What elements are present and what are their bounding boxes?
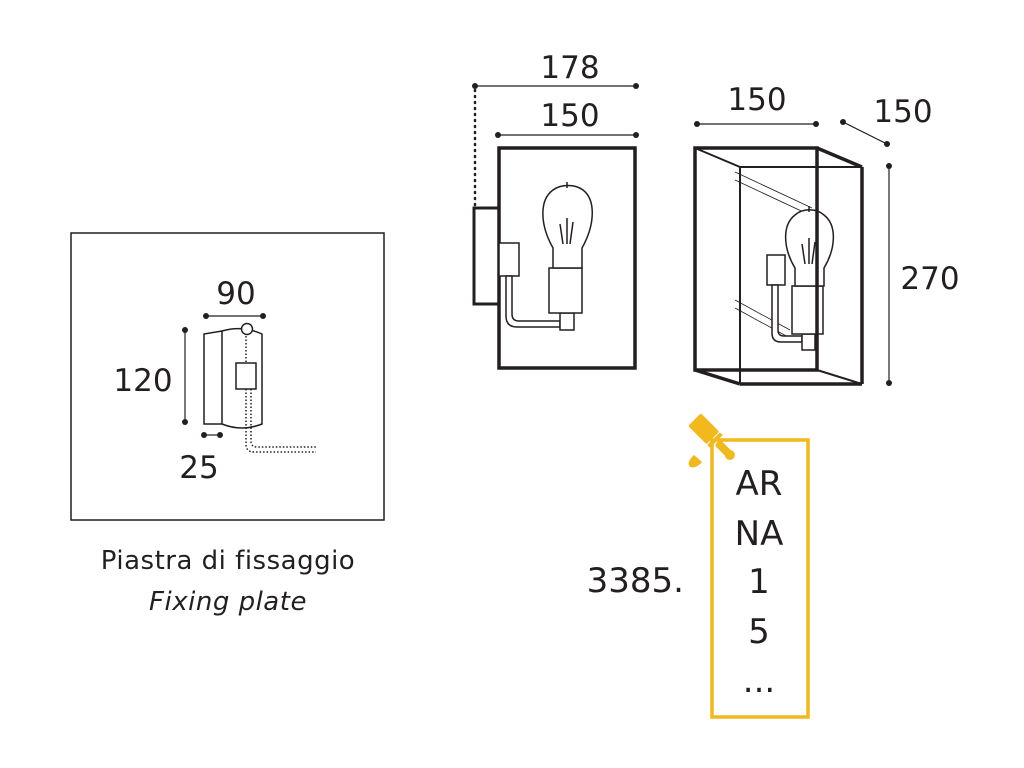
side-bracket xyxy=(498,242,583,331)
side-bulb xyxy=(542,182,593,269)
paint-brush-icon xyxy=(688,414,735,468)
height-dimension: 270 xyxy=(886,163,960,386)
front-width-label: 150 xyxy=(727,82,786,118)
side-view: 178 150 xyxy=(472,50,639,370)
fixing-plate-caption-it: Piastra di fissaggio xyxy=(101,546,355,576)
product-code-prefix: 3385. xyxy=(587,561,684,601)
front-width-dimension: 150 xyxy=(694,82,819,127)
perspective-box-frame xyxy=(693,146,864,386)
finish-options: 3385. AR NA 1 5 ... xyxy=(587,414,810,719)
height-label: 270 xyxy=(900,261,959,297)
finish-option: 5 xyxy=(748,612,770,652)
side-width-label: 150 xyxy=(540,98,599,134)
plate-height-label: 120 xyxy=(113,363,172,399)
side-width-dimension: 150 xyxy=(495,98,639,138)
side-total-width-dimension: 178 xyxy=(472,50,639,209)
plate-height-dimension: 120 xyxy=(113,327,188,425)
fixing-plate-drawing xyxy=(203,322,316,453)
depth-label: 150 xyxy=(873,94,932,130)
perspective-view: 150 150 270 xyxy=(693,82,960,386)
side-total-width-label: 178 xyxy=(540,50,599,86)
fixing-plate-panel: 90 120 25 Piastra di fissaggio Fixing pl… xyxy=(70,232,385,617)
finish-option: 1 xyxy=(748,562,770,602)
finish-option: ... xyxy=(743,661,775,701)
plate-offset-label: 25 xyxy=(179,450,218,486)
plate-width-label: 90 xyxy=(216,276,255,312)
fixing-plate-caption-en: Fixing plate xyxy=(149,587,307,617)
glass-reflections xyxy=(734,171,813,339)
plate-width-dimension: 90 xyxy=(203,276,266,319)
perspective-bulb xyxy=(784,206,835,287)
plate-offset-dimension: 25 xyxy=(179,432,223,486)
fixing-plate-frame xyxy=(70,232,385,521)
finish-option: NA xyxy=(735,514,784,554)
wall-plate xyxy=(472,206,501,306)
finish-option: AR xyxy=(736,464,783,504)
finish-options-box xyxy=(710,438,810,719)
depth-dimension: 150 xyxy=(840,94,933,147)
